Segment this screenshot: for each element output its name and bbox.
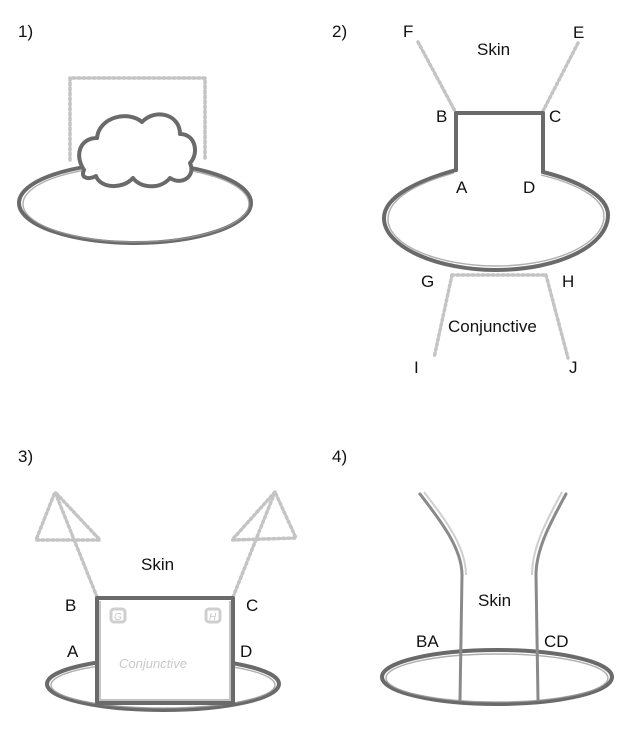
panel-3-left-triangle: [33, 490, 105, 599]
panel-2-point-i: I: [414, 358, 419, 377]
panel-4-point-cd: CD: [544, 632, 569, 651]
panel-4-number: 4): [332, 447, 347, 466]
panel-2-point-e: E: [573, 23, 584, 42]
panel-2-line-hj: [544, 273, 570, 360]
panel-3-point-d: D: [240, 642, 252, 661]
panel-2-point-g: G: [421, 272, 434, 291]
panel-2-line-fb: [416, 40, 458, 115]
panel-4-skin-label: Skin: [478, 591, 511, 610]
panel-1-dotted-square: [68, 76, 207, 162]
panel-3-mark-h: [204, 607, 222, 624]
panel-2-point-f: F: [403, 22, 413, 41]
panel-3-point-b: B: [65, 596, 76, 615]
panel-2-defect-outline-sketch: [387, 172, 605, 267]
panel-3-faint-conjunctive: Conjunctive: [119, 656, 187, 671]
panel-3-right-triangle: [227, 487, 299, 599]
panel-1-lesion-cloud: [77, 112, 197, 189]
panel-2-point-c: C: [549, 107, 561, 126]
panel-2-defect-outline: [382, 168, 610, 272]
panel-2-conjunctive-label: Conjunctive: [448, 317, 537, 336]
panel-2-line-gi: [432, 273, 454, 360]
panel-3-point-c: C: [246, 596, 258, 615]
panel-3-flap: [95, 596, 235, 705]
panel-3-mark-g: [109, 607, 127, 624]
panel-4-ellipse: [380, 648, 614, 706]
panel-2-number: 2): [332, 22, 347, 41]
panel-3-flap-sketch: [99, 601, 231, 701]
panel-3-faint-g: G: [114, 612, 122, 623]
panel-2-point-j: J: [569, 358, 578, 377]
panel-4-ellipse-sketch: [385, 653, 609, 703]
panel-1-number: 1): [18, 22, 33, 41]
panel-3-number: 3): [18, 447, 33, 466]
panel-3-point-a: A: [67, 642, 79, 661]
panel-2-point-h: H: [562, 272, 574, 291]
panel-4-right-suture: [534, 492, 568, 702]
panel-3: 3) G H Conjunctive Skin B C A D: [18, 447, 299, 712]
panel-4-left-suture-shadow: [423, 491, 467, 576]
panel-4: 4) Skin BA CD: [332, 447, 614, 706]
panel-2-square-flap: [454, 111, 545, 174]
panel-4-point-ba: BA: [416, 632, 439, 651]
panel-2-point-a: A: [456, 178, 468, 197]
panel-1: 1): [17, 22, 253, 245]
panel-4-right-suture-shadow: [531, 491, 563, 576]
panel-2: 2) Skin Conjunctive F E B C A D G H I J: [332, 22, 610, 377]
panel-4-left-suture: [418, 492, 464, 702]
panel-2-line-ec: [540, 41, 580, 115]
panel-2-skin-label: Skin: [477, 40, 510, 59]
panel-3-faint-h: H: [209, 612, 217, 623]
panel-3-skin-label: Skin: [141, 555, 174, 574]
panel-2-point-b: B: [436, 107, 447, 126]
panel-2-point-d: D: [523, 178, 535, 197]
